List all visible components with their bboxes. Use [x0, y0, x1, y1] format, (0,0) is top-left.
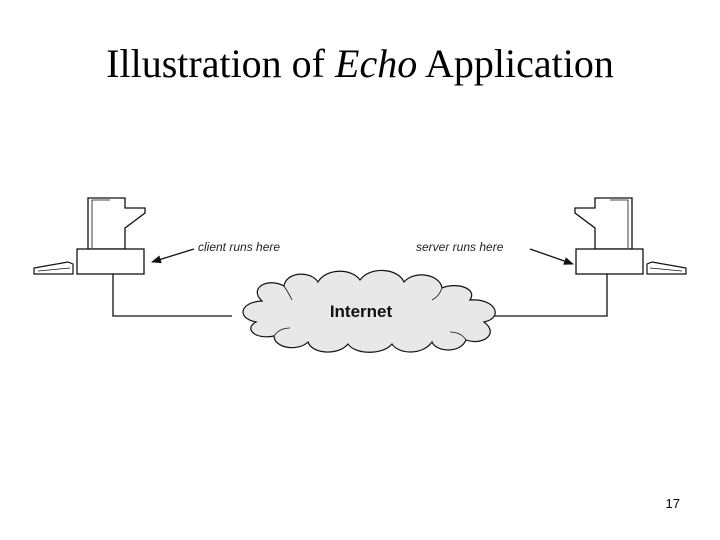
server-monitor	[574, 197, 633, 250]
title-emphasis: Echo	[335, 41, 418, 86]
server-system-unit	[575, 248, 644, 275]
title-prefix: Illustration of	[106, 41, 336, 86]
server-wire	[494, 274, 608, 317]
server-computer	[574, 197, 687, 275]
client-label: client runs here	[198, 240, 280, 254]
client-monitor	[87, 197, 146, 250]
client-computer	[33, 197, 146, 275]
server-arrow	[529, 248, 574, 265]
title-suffix: Application	[417, 41, 614, 86]
internet-label: Internet	[330, 302, 393, 321]
slide-title: Illustration of Echo Application	[0, 40, 720, 88]
server-keyboard	[646, 261, 687, 275]
client-arrow	[151, 248, 195, 264]
client-wire	[112, 274, 232, 317]
server-label: server runs here	[416, 240, 504, 254]
client-keyboard	[33, 261, 74, 275]
page-number: 17	[665, 496, 680, 511]
internet-cloud	[242, 269, 496, 353]
client-system-unit	[76, 248, 145, 275]
